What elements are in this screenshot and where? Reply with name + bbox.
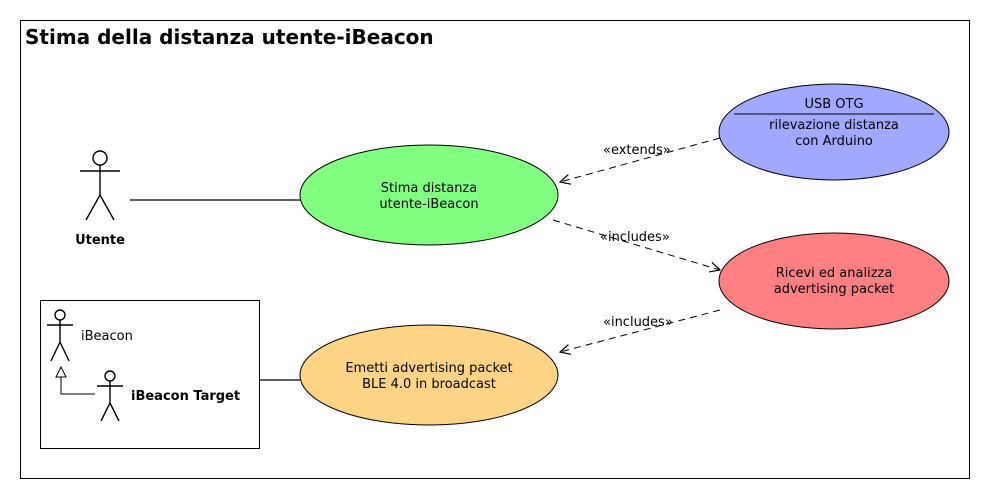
use-case-stima-distanza: Stima distanza utente-iBeacon [299,144,559,246]
use-case-ricevi-line2: advertising packet [774,282,895,297]
use-case-usb-header: USB OTG [804,97,863,112]
relation-includes-1-line [552,219,720,270]
use-case-stima-line1: Stima distanza [381,181,477,196]
use-case-ricevi-line1: Ricevi ed analizza [776,266,893,281]
use-case-emetti-line1: Emetti advertising packet [345,361,512,376]
use-case-usb-otg: USB OTG rilevazione distanza con Arduino [718,83,950,181]
actor-ibeacon-target-label: iBeacon Target [131,389,240,404]
actor-ibeacon-label: iBeacon [81,329,133,344]
relation-includes-2-line [560,309,721,352]
generalization-arrow [55,365,95,395]
use-case-stima-line2: utente-iBeacon [379,197,478,212]
use-case-emetti-line2: BLE 4.0 in broadcast [362,377,496,392]
use-case-stima-ellipse [299,144,559,246]
use-case-usb-line2: con Arduino [795,134,873,149]
relation-extends-line [560,137,721,182]
actor-utente [80,150,120,221]
diagram-title: Stima della distanza utente-iBeacon [25,25,434,49]
actor-ibeacon-target [97,370,123,422]
use-case-ricevi-ellipse [718,232,950,330]
use-case-usb-ellipse [718,83,950,181]
relation-includes-2-label: «includes» [603,315,673,330]
use-case-usb-line1: rilevazione distanza [769,118,899,133]
actor-utente-label: Utente [75,233,125,248]
use-case-ricevi: Ricevi ed analizza advertising packet [718,232,950,330]
ibeacon-package-box [40,300,260,449]
use-case-emetti-ellipse [299,324,559,426]
relation-includes-1-label: «includes» [600,230,670,245]
relation-extends-label: «extends» [603,143,671,158]
actor-ibeacon [47,309,73,362]
use-case-emetti: Emetti advertising packet BLE 4.0 in bro… [299,324,559,426]
